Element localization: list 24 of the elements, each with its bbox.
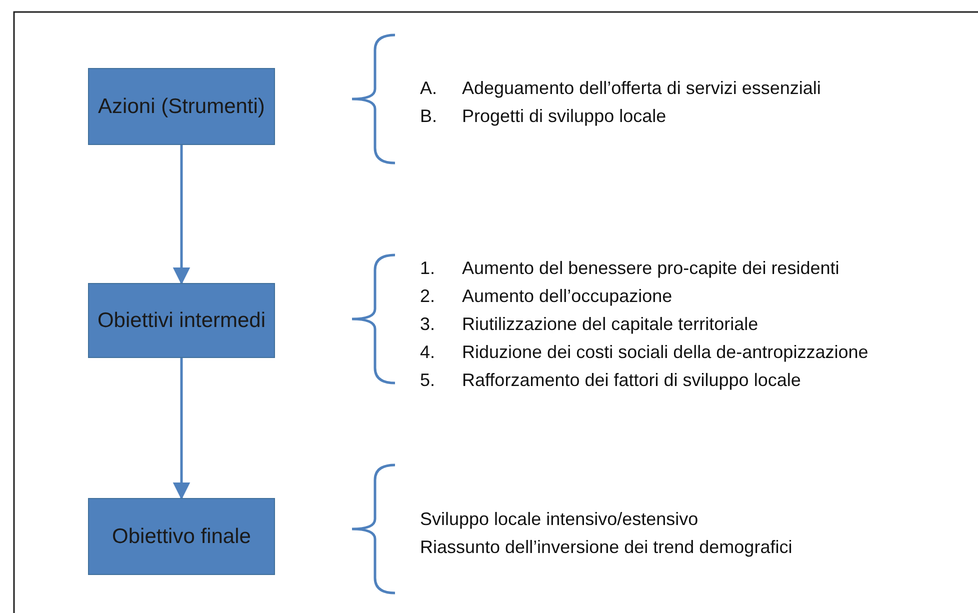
list-item: Progetti di sviluppo locale <box>462 106 666 127</box>
process-box <box>88 283 275 358</box>
list-item: Riutilizzazione del capitale territoriale <box>462 314 758 335</box>
list-marker: 3. <box>420 314 436 335</box>
list-item: Rafforzamento dei fattori di sviluppo locale <box>462 370 801 391</box>
arrow <box>172 145 190 285</box>
list-item: Riduzione dei costi sociali della de-antropizzazione <box>462 342 868 363</box>
box-label: Obiettivo finale <box>112 524 251 550</box>
arrow <box>172 358 190 500</box>
list-marker: 2. <box>420 286 436 307</box>
list-marker: 5. <box>420 370 436 391</box>
list-marker: 4. <box>420 342 436 363</box>
list-marker: 1. <box>420 258 436 279</box>
box-label: Obiettivi intermedi <box>97 308 266 334</box>
box-label: Azioni (Strumenti) <box>98 94 265 120</box>
process-box <box>88 68 275 145</box>
list-item: Aumento del benessere pro-capite dei residenti <box>462 258 840 279</box>
list-item: Riassunto dell’inversione dei trend demografici <box>420 537 792 558</box>
list-item: Adeguamento dell’offerta di servizi essenziali <box>462 78 821 99</box>
list-marker: B. <box>420 106 438 127</box>
process-box <box>88 498 275 575</box>
list-marker: A. <box>420 78 438 99</box>
list-item: Sviluppo locale intensivo/estensivo <box>420 509 698 530</box>
list-item: Aumento dell’occupazione <box>462 286 672 307</box>
